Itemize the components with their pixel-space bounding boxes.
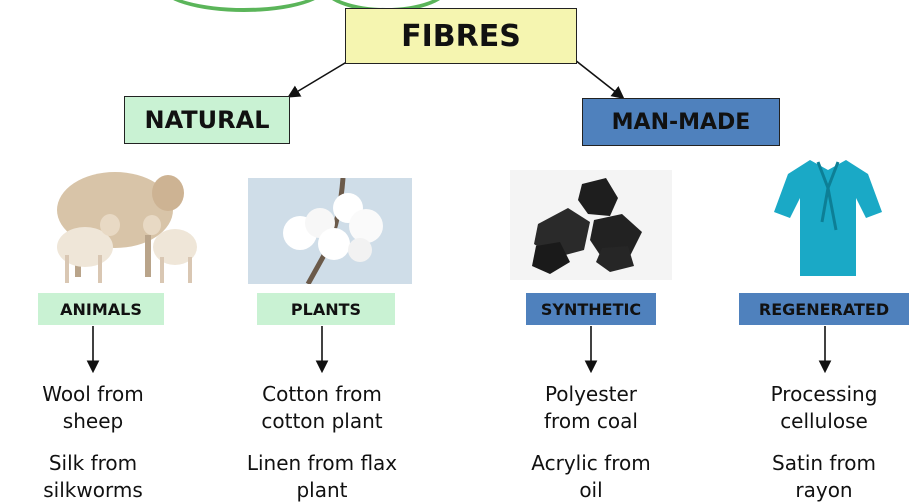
arrow-to-natural — [290, 60, 350, 96]
synthetic-example-1-line-1: Polyester — [501, 381, 681, 408]
sheep-photo — [40, 155, 200, 290]
title-text: FIBRES — [401, 19, 521, 54]
regenerated-example-2-line-2: rayon — [738, 477, 910, 504]
coal-photo — [510, 170, 672, 280]
animals-example-1-line-2: sheep — [13, 408, 173, 435]
category-man-made: MAN-MADE — [582, 98, 780, 146]
type-tag-plants: PLANTS — [257, 293, 395, 325]
synthetic-example-2-line-2: oil — [501, 477, 681, 504]
plants-example-1-line-2: cotton plant — [222, 408, 422, 435]
type-tag-regenerated: REGENERATED — [739, 293, 909, 325]
type-label-plants: PLANTS — [291, 300, 361, 319]
synthetic-example-2-line-1: Acrylic from — [501, 450, 681, 477]
animals-example-2: Silk from silkworms — [13, 450, 173, 504]
synthetic-example-2: Acrylic from oil — [501, 450, 681, 504]
regenerated-example-2: Satin from rayon — [738, 450, 910, 504]
category-man-made-label: MAN-MADE — [612, 110, 751, 135]
category-natural-label: NATURAL — [144, 106, 269, 134]
animals-example-1: Wool from sheep — [13, 381, 173, 435]
type-tag-synthetic: SYNTHETIC — [526, 293, 656, 325]
regenerated-example-1: Processing cellulose — [738, 381, 910, 435]
satin-blouse-photo — [770, 152, 886, 288]
plants-example-2: Linen from flax plant — [222, 450, 422, 504]
plants-example-2-line-1: Linen from flax — [222, 450, 422, 477]
synthetic-example-1: Polyester from coal — [501, 381, 681, 435]
plants-example-1: Cotton from cotton plant — [222, 381, 422, 435]
category-natural: NATURAL — [124, 96, 290, 144]
type-label-regenerated: REGENERATED — [759, 300, 889, 319]
synthetic-example-1-line-2: from coal — [501, 408, 681, 435]
title-box: FIBRES — [345, 8, 577, 64]
arrow-to-man-made — [575, 60, 622, 97]
plants-example-1-line-1: Cotton from — [222, 381, 422, 408]
plants-example-2-line-2: plant — [222, 477, 422, 504]
animals-example-2-line-1: Silk from — [13, 450, 173, 477]
regenerated-example-2-line-1: Satin from — [738, 450, 910, 477]
type-tag-animals: ANIMALS — [38, 293, 164, 325]
type-label-synthetic: SYNTHETIC — [541, 300, 641, 319]
regenerated-example-1-line-2: cellulose — [738, 408, 910, 435]
type-label-animals: ANIMALS — [60, 300, 142, 319]
animals-example-1-line-1: Wool from — [13, 381, 173, 408]
regenerated-example-1-line-1: Processing — [738, 381, 910, 408]
animals-example-2-line-2: silkworms — [13, 477, 173, 504]
cotton-photo — [248, 178, 412, 284]
